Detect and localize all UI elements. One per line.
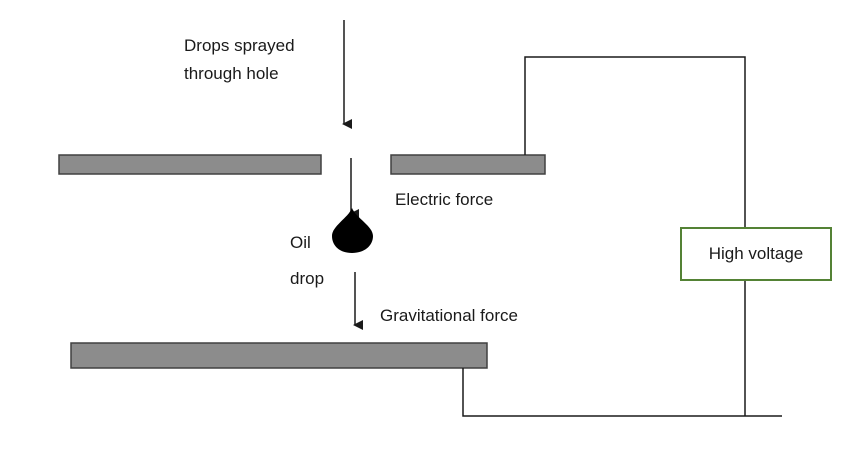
top-plate-left [58,154,322,175]
high-voltage-box: High voltage [680,227,832,281]
circuit-wire-bottom [462,281,782,417]
oil-label-line2: drop [290,269,325,288]
top-plate-right [390,154,546,175]
gravitational-force-label: Gravitational force [380,306,518,325]
drops-label-line2: through hole [184,64,279,83]
oil-label-line1: Oil [290,233,311,252]
oil-drop-label: Oil drop [290,225,324,297]
drops-sprayed-label: Drops sprayed through hole [184,32,295,88]
electric-force-label: Electric force [395,190,494,209]
bottom-plate [70,342,488,369]
high-voltage-label: High voltage [708,244,804,263]
drops-label-line1: Drops sprayed [184,36,295,55]
circuit-wire-top [524,56,746,227]
oil-drop [332,208,373,253]
